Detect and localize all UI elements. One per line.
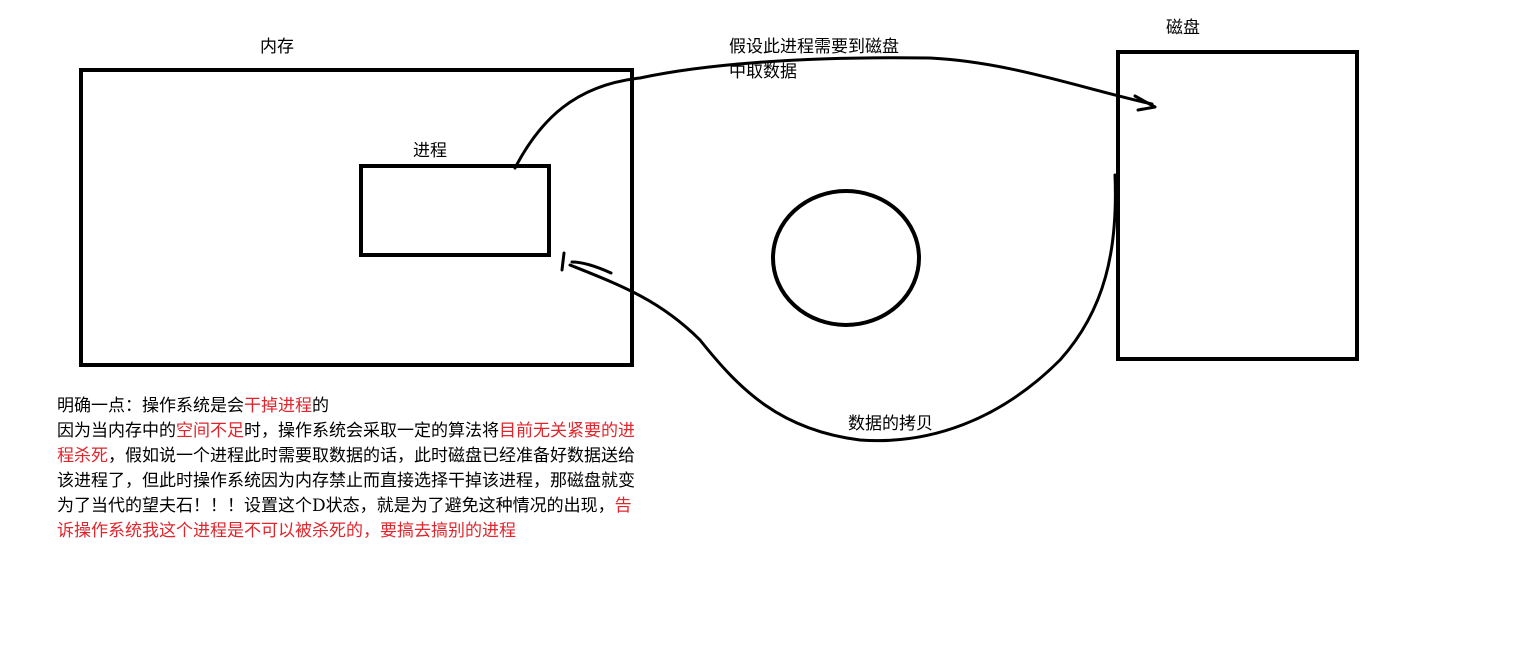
note-text: 的 [312, 396, 329, 416]
disk-platter-circle [771, 189, 921, 327]
data-copy-curve [568, 173, 1117, 443]
request-arrowhead [1133, 94, 1157, 112]
note-highlight-text: 空间不足 [176, 421, 244, 441]
assumption-label-line1: 假设此进程需要到磁盘 [729, 37, 899, 57]
note-highlight-text: 干掉进程 [244, 396, 312, 416]
note-text: 因为当内存中的 [57, 421, 176, 441]
data-copy-label: 数据的拷贝 [848, 414, 933, 434]
memory-label: 内存 [260, 37, 294, 57]
note-highlight-text: 告诉操作系统我这个进程是不可以被杀死的，要搞去搞别的进程 [57, 496, 632, 541]
assumption-label-line2: 中取数据 [729, 62, 797, 82]
process-label: 进程 [413, 141, 447, 161]
data-copy-arrowhead [560, 251, 613, 275]
request-arrow-curve [513, 56, 1154, 170]
disk-box [1116, 50, 1359, 361]
disk-label: 磁盘 [1166, 18, 1200, 38]
note-text: 明确一点：操作系统是会 [57, 396, 244, 416]
explanation-note: 明确一点：操作系统是会干掉进程的因为当内存中的空间不足时，操作系统会采取一定的算… [57, 394, 642, 544]
process-box [359, 164, 551, 257]
note-highlight-text: 目前无关紧要的进程杀死 [57, 421, 635, 466]
note-text: 时，操作系统会采取一定的算法将 [244, 421, 499, 441]
note-text: ，假如说一个进程此时需要取数据的话，此时磁盘已经准备好数据送给该进程了，但此时操… [57, 446, 635, 516]
memory-box [79, 68, 634, 367]
